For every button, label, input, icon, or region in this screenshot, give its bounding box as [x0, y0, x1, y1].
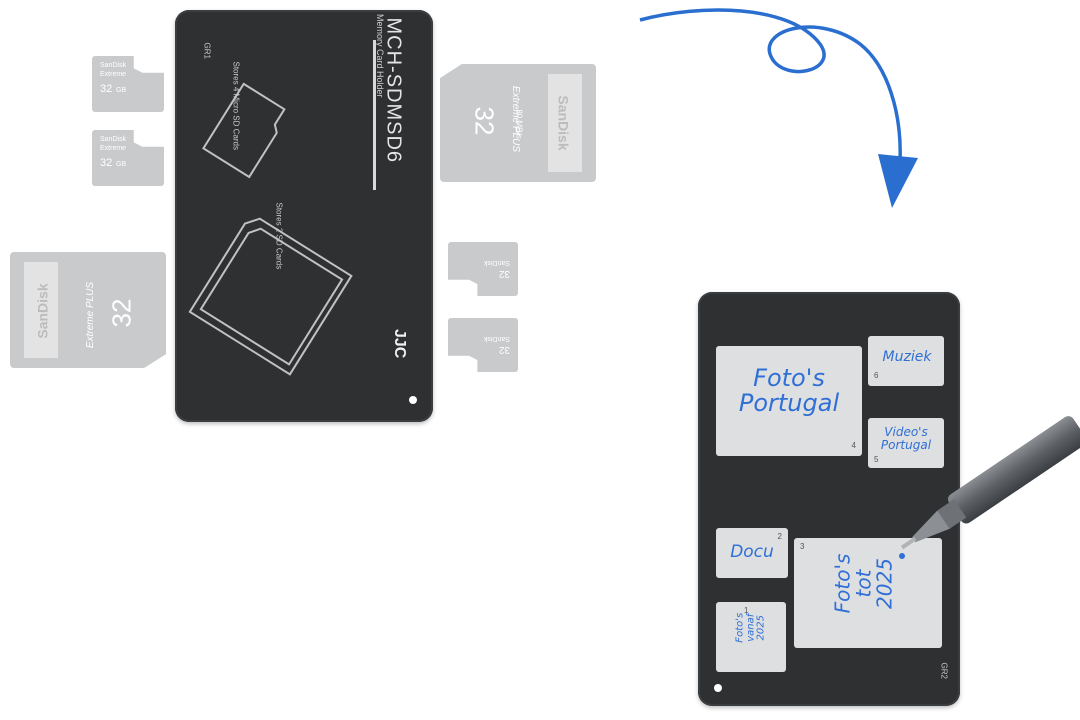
model-underline: [373, 40, 376, 190]
sd-brand: SanDisk: [555, 95, 572, 151]
micro-sd-card: SanDisk 32: [448, 242, 518, 296]
slot-number: 3: [800, 542, 805, 551]
micro-sd-brand: SanDisk: [483, 259, 510, 266]
micro-sd-unit: GB: [116, 87, 127, 94]
micro-sd-capacity: 32: [100, 157, 113, 169]
label-fotos-vanaf-2025-text: Foto's vanaf 2025: [734, 612, 767, 643]
micro-sd-card: SanDisk Extreme 32 GB: [92, 56, 164, 112]
holder-code-gr1: GR1: [202, 42, 212, 59]
label-videos-portugal-text: Video's Portugal: [880, 425, 932, 452]
left-card-holder: Stores 4 Micro SD Cards Stores 2 SD Card…: [175, 10, 433, 422]
sd-line: Extreme PLUS: [84, 281, 96, 349]
sd-label-strip: [548, 74, 582, 172]
micro-sd-brand: SanDisk: [100, 62, 127, 69]
sd-card-right: SanDisk 32 Extreme PLUS 80 MB/s: [440, 64, 596, 182]
label-fotos-vanaf-2025: Foto's vanaf 2025 1: [716, 602, 786, 672]
label-docu: Docu 2: [716, 528, 788, 578]
pen-icon: [899, 416, 1080, 559]
right-card-holder: Foto's Portugal 4 Muziek 6 Video's Portu…: [698, 292, 960, 706]
sd-capacity: 32: [469, 106, 500, 136]
holder-code-gr2: GR2: [939, 662, 949, 679]
micro-sd-card: SanDisk Extreme 32 GB: [92, 130, 164, 186]
slot-number: 4: [851, 441, 856, 450]
label-videos-portugal: Video's Portugal 5: [868, 418, 944, 468]
micro-sd-unit: GB: [116, 161, 127, 168]
model-subtitle: Memory Card Holder: [375, 14, 385, 98]
micro-sd-outline-icon: [202, 82, 286, 179]
sd-stores-text: Stores 2 SD Cards: [274, 202, 284, 270]
curved-arrow-icon: [639, 8, 918, 208]
slot-number: 1: [744, 606, 749, 615]
slot-number: 2: [777, 532, 782, 541]
label-muziek-text: Muziek: [882, 349, 932, 365]
sd-speed: 80 MB/s: [514, 109, 524, 139]
slot-number: 6: [874, 371, 879, 380]
micro-sd-stores-text: Stores 4 Micro SD Cards: [231, 61, 241, 150]
slot-number: 5: [874, 455, 879, 464]
label-fotos-portugal-text: Foto's Portugal: [738, 364, 840, 418]
micro-sd-capacity: 32: [100, 83, 113, 95]
micro-sd-capacity: 32: [498, 268, 510, 279]
label-fotos-tot-2025: Foto's tot 2025 3: [794, 538, 942, 648]
label-docu-text: Docu: [730, 542, 774, 562]
lanyard-hole: [714, 684, 722, 692]
sd-capacity: 32: [106, 298, 137, 328]
lanyard-hole: [409, 396, 417, 404]
micro-sd-line: Extreme: [100, 71, 127, 78]
sd-brand: SanDisk: [34, 283, 51, 339]
sd-card-left: SanDisk 32 Extreme PLUS: [10, 252, 166, 368]
label-fotos-portugal: Foto's Portugal 4: [716, 346, 862, 456]
label-muziek: Muziek 6: [868, 336, 944, 386]
micro-sd-card: SanDisk 32: [448, 318, 518, 372]
micro-sd-line: Extreme: [100, 145, 127, 152]
micro-sd-capacity: 32: [498, 344, 510, 355]
micro-sd-brand: SanDisk: [483, 335, 510, 342]
micro-sd-brand: SanDisk: [100, 136, 127, 143]
sd-card-outline-icon: [188, 217, 353, 376]
brand-logo: JJC: [391, 329, 408, 359]
